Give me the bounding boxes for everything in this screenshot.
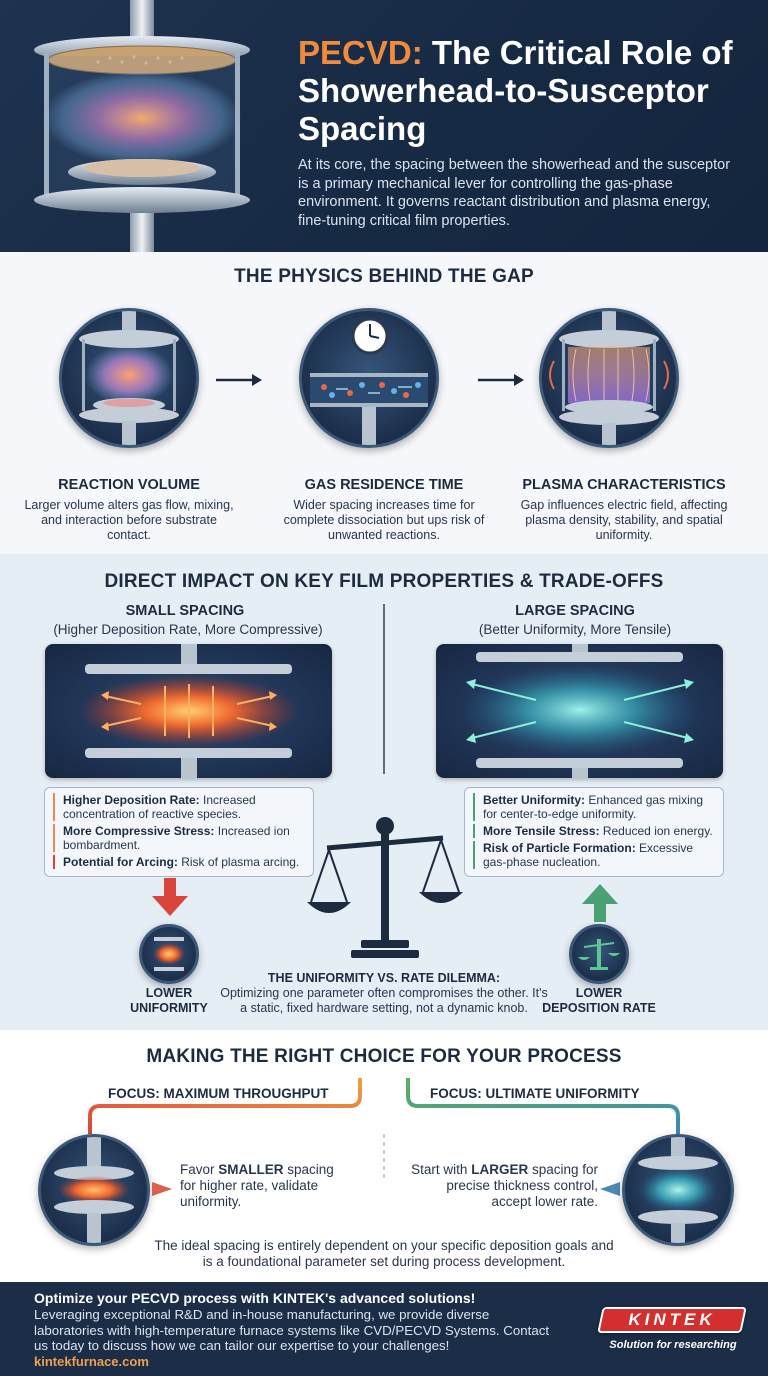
arrow-right-icon	[216, 374, 262, 386]
large-spacing-heading: LARGE SPACING	[515, 603, 635, 619]
conclusion-text: The ideal spacing is entirely dependent …	[154, 1238, 614, 1269]
footer-website-link[interactable]: kintekfurnace.com	[34, 1354, 149, 1369]
item-label: Better Uniformity:	[483, 793, 586, 807]
item-text: Risk of plasma arcing.	[177, 855, 300, 869]
small-spacing-heading: SMALL SPACING	[125, 603, 245, 619]
list-item: Potential for Arcing: Risk of plasma arc…	[53, 855, 305, 869]
rec-text: Start with	[411, 1162, 472, 1177]
item-label: More Tensile Stress:	[483, 824, 600, 838]
low-uniformity-label: LOWER UNIFORMITY	[130, 986, 208, 1015]
title-rest: The Critical Role of Showerhead-to-Susce…	[298, 34, 733, 147]
pecvd-chamber-icon	[34, 0, 250, 252]
footer-title: Optimize your PECVD process with KINTEK'…	[34, 1290, 476, 1306]
large-spacing-panel	[436, 644, 723, 778]
list-item: Better Uniformity: Enhanced gas mixing f…	[473, 793, 715, 821]
hot-plasma-icon	[153, 937, 185, 971]
physics-title: THE PHYSICS BEHIND THE GAP	[234, 266, 534, 287]
item-label: Higher Deposition Rate:	[63, 793, 200, 807]
footer-text: Leveraging exceptional R&D and in-house …	[34, 1307, 550, 1353]
title-accent: PECVD:	[298, 34, 423, 71]
gas-residence-time-illustration	[299, 308, 439, 448]
plasma-characteristics-illustration	[539, 308, 679, 448]
reaction-volume-illustration	[59, 308, 199, 448]
rec-emphasis: LARGER	[471, 1162, 529, 1177]
pecvd-chamber-icon	[79, 311, 179, 445]
gas-residence-text: Wider spacing increases time for complet…	[283, 498, 485, 542]
plasma-characteristics-heading: PLASMA CHARACTERISTICS	[522, 477, 726, 493]
large-spacing-chamber-icon	[622, 1134, 734, 1246]
item-text: Increased concentration of reactive spec…	[63, 793, 256, 821]
low-deposition-rate-label: LOWER DEPOSITION RATE	[542, 986, 656, 1015]
large-spacing-plasma-graphic	[460, 644, 700, 778]
small-spacing-effects: Higher Deposition Rate: Increased concen…	[44, 787, 314, 877]
item-text: Reduced ion energy.	[599, 824, 713, 838]
residence-time-graphic	[310, 373, 428, 445]
balance-scale-icon	[307, 817, 463, 958]
impact-title: DIRECT IMPACT ON KEY FILM PROPERTIES & T…	[104, 571, 664, 592]
column-divider	[383, 604, 385, 774]
arrow-down-icon	[152, 878, 188, 916]
list-item: Risk of Particle Formation: Excessive ga…	[473, 841, 715, 869]
arrow-right-icon	[152, 1182, 172, 1196]
balance-scale-icon	[578, 939, 620, 970]
arrow-up-icon	[582, 884, 618, 922]
brand-logo[interactable]: KINTEK	[597, 1307, 747, 1333]
large-spacing-effects: Better Uniformity: Enhanced gas mixing f…	[464, 787, 724, 877]
reaction-volume-heading: REACTION VOLUME	[58, 477, 200, 493]
reaction-volume-text: Larger volume alters gas flow, mixing, a…	[24, 498, 234, 542]
item-label: More Compressive Stress:	[63, 824, 215, 838]
list-item: More Tensile Stress: Reduced ion energy.	[473, 824, 715, 838]
clock-icon	[351, 317, 389, 355]
choice-title: MAKING THE RIGHT CHOICE FOR YOUR PROCESS	[146, 1046, 622, 1067]
throughput-recommendation: Favor SMALLER spacing for higher rate, v…	[180, 1162, 350, 1210]
pecvd-chamber-icon	[54, 1137, 134, 1243]
pecvd-chamber-icon	[638, 1137, 718, 1243]
brand-tagline: Solution for researching	[609, 1339, 737, 1351]
arrow-left-icon	[600, 1182, 620, 1196]
brand-name: KINTEK	[628, 1310, 716, 1329]
arrow-right-icon	[478, 374, 524, 386]
pecvd-chamber-icon	[549, 311, 669, 445]
small-spacing-plasma-graphic	[79, 644, 299, 778]
header-description: At its core, the spacing between the sho…	[298, 157, 731, 229]
rec-text: Favor	[180, 1162, 219, 1177]
dilemma-title: THE UNIFORMITY VS. RATE DILEMMA:	[267, 971, 501, 985]
low-deposition-rate-icon	[569, 924, 629, 984]
rec-emphasis: SMALLER	[218, 1162, 284, 1177]
item-label: Risk of Particle Formation:	[483, 841, 636, 855]
small-spacing-subheading: (Higher Deposition Rate, More Compressiv…	[53, 622, 323, 637]
item-text: Increased ion bombardment.	[63, 824, 290, 852]
large-spacing-subheading: (Better Uniformity, More Tensile)	[478, 622, 672, 637]
page-title: PECVD: The Critical Role of Showerhead-t…	[298, 34, 758, 148]
dilemma-text: Optimizing one parameter often compromis…	[220, 986, 548, 1015]
gas-residence-heading: GAS RESIDENCE TIME	[304, 477, 464, 493]
uniformity-recommendation: Start with LARGER spacing for precise th…	[408, 1162, 598, 1210]
rec-text: spacing for precise thickness control, a…	[446, 1162, 598, 1209]
list-item: Higher Deposition Rate: Increased concen…	[53, 793, 305, 821]
choice-connectors	[88, 1078, 680, 1180]
focus-uniformity-label: FOCUS: ULTIMATE UNIFORMITY	[430, 1086, 640, 1101]
item-text: Enhanced gas mixing for center-to-edge u…	[483, 793, 704, 821]
rec-text: spacing for higher rate, validate unifor…	[180, 1162, 334, 1209]
item-text: Excessive gas-phase nucleation.	[483, 841, 694, 869]
item-label: Potential for Arcing:	[63, 855, 178, 869]
low-uniformity-icon	[139, 924, 199, 984]
header-banner: PECVD: The Critical Role of Showerhead-t…	[0, 0, 768, 252]
plasma-characteristics-text: Gap influences electric field, affecting…	[520, 498, 728, 542]
small-spacing-panel	[45, 644, 332, 778]
focus-throughput-label: FOCUS: MAXIMUM THROUGHPUT	[108, 1086, 329, 1101]
small-spacing-chamber-icon	[38, 1134, 150, 1246]
list-item: More Compressive Stress: Increased ion b…	[53, 824, 305, 852]
